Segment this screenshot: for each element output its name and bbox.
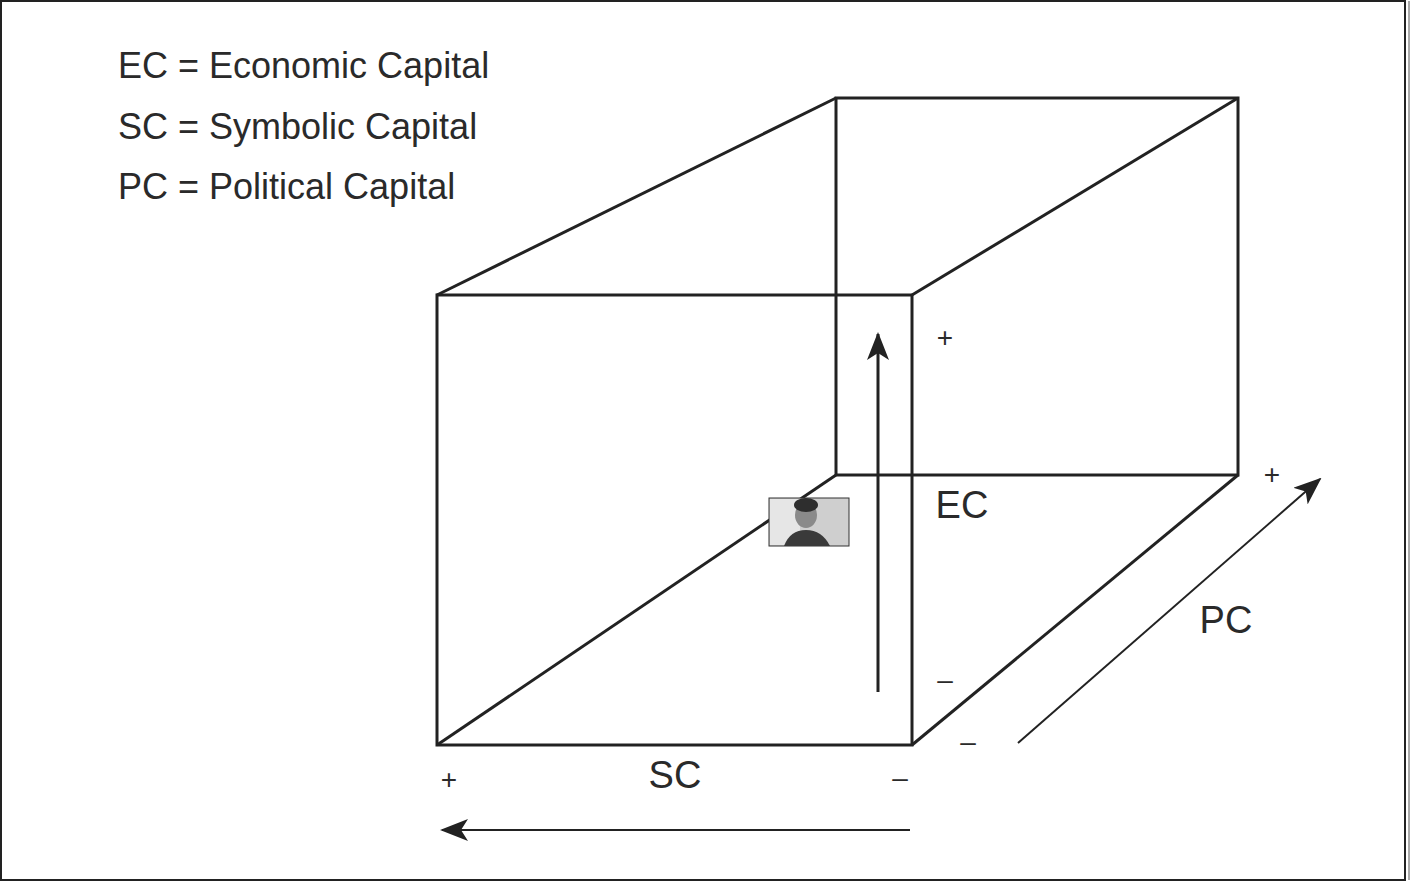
legend-text: PC = Political Capital (118, 169, 455, 205)
axis-name: EC (936, 486, 989, 524)
pc-axis-arrow (1018, 479, 1320, 743)
front-face (437, 295, 912, 745)
axis-name: PC (1200, 601, 1253, 639)
box-edge (437, 475, 836, 745)
box-edge (912, 475, 1238, 745)
sc-axis-arrow (442, 829, 910, 831)
frame-edge (1409, 1, 1410, 880)
legend-text: SC = Symbolic Capital (118, 109, 477, 145)
axis-name: SC (649, 756, 702, 794)
box-edge (437, 98, 836, 295)
back-face (836, 98, 1238, 475)
axis-sign: + (1264, 461, 1280, 489)
axis-sign: – (937, 666, 953, 694)
axis-sign: – (960, 728, 976, 756)
legend-text: EC = Economic Capital (118, 48, 489, 84)
axis-sign: + (937, 324, 953, 352)
axis-sign: – (892, 764, 908, 792)
axis-sign: + (441, 766, 457, 794)
wireframe-box (437, 98, 1238, 745)
ec-axis-arrow (877, 334, 880, 692)
portrait-photo (769, 498, 849, 546)
box-edge (912, 98, 1238, 295)
